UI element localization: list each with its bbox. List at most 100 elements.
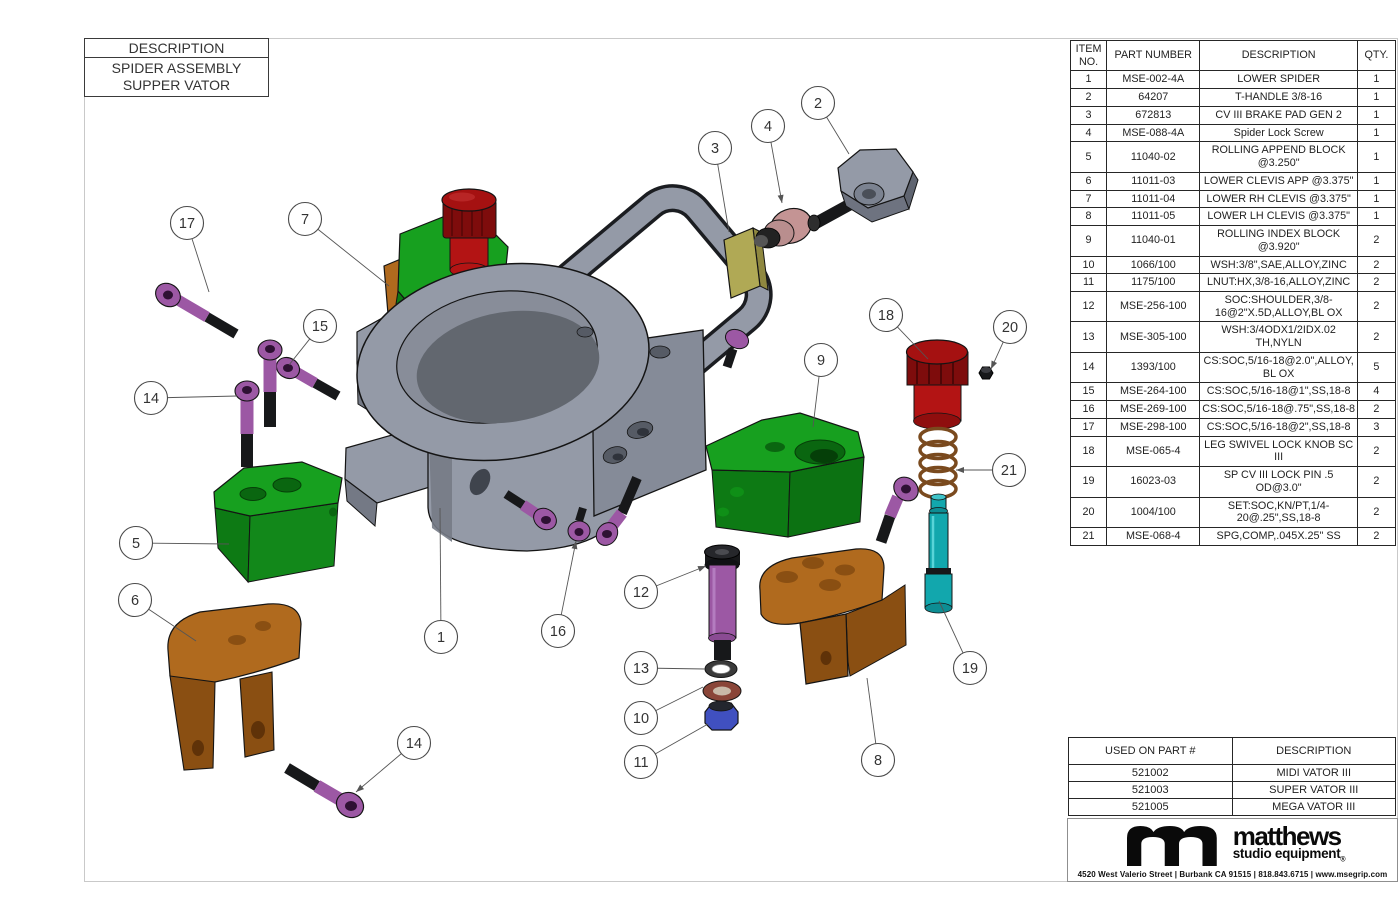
leader-arrow-14: [356, 784, 365, 792]
used-on-cell: SUPER VATOR III: [1231, 781, 1396, 800]
bom-cell: 10: [1069, 255, 1108, 275]
bom-header-qty: QTY.: [1356, 39, 1397, 72]
leader-arrow-21: [956, 467, 964, 473]
company-address: 4520 West Valerio Street | Burbank CA 91…: [1077, 870, 1388, 879]
title-block: DESCRIPTION SPIDER ASSEMBLY SUPPER VATOR: [84, 38, 269, 98]
bom-cell: 1393/100: [1106, 351, 1201, 384]
bom-cell: 3: [1069, 105, 1108, 125]
brand-name: matthews: [1232, 821, 1342, 851]
bom-cell: 672813: [1106, 105, 1201, 125]
bom-cell: MSE-068-4: [1106, 527, 1201, 546]
logo-block: matthews studio equipment® 4520 West Val…: [1067, 818, 1398, 882]
bom-cell: CS:SOC,5/16-18@.75",SS,18-8: [1199, 400, 1358, 419]
bom-cell: 2: [1356, 255, 1397, 275]
bom-cell: MSE-256-100: [1106, 291, 1201, 323]
balloon-number-18: 18: [878, 308, 894, 324]
bom-cell: 4: [1069, 123, 1108, 143]
bom-cell: 19: [1069, 466, 1108, 498]
bom-cell: MSE-305-100: [1106, 321, 1201, 353]
bom-cell: LOWER LH CLEVIS @3.375": [1199, 207, 1358, 227]
balloon-number-2: 2: [814, 96, 822, 112]
bom-cell: 1066/100: [1106, 255, 1201, 275]
leader-line-17: [191, 238, 210, 293]
balloon-number-7: 7: [301, 212, 309, 228]
balloon-6: [117, 582, 153, 618]
bom-cell: MSE-065-4: [1106, 435, 1201, 468]
right-screw: [875, 476, 919, 544]
bom-cell: 1: [1356, 171, 1397, 191]
balloon-14: [396, 725, 432, 761]
bom-cell: ROLLING APPEND BLOCK @3.250": [1199, 141, 1358, 173]
swivel-lock-knob: [905, 339, 969, 430]
lock-nut: [704, 700, 739, 731]
balloon-number-21: 21: [1001, 463, 1017, 479]
bom-cell: 8: [1069, 207, 1108, 227]
balloon-12: [623, 574, 659, 610]
bom-cell: 2: [1356, 321, 1397, 353]
balloon-number-15: 15: [312, 319, 328, 335]
bom-cell: SP CV III LOCK PIN .5 OD@3.0": [1199, 466, 1358, 498]
leader-line-4: [770, 142, 783, 204]
top-lock-knob: [441, 188, 497, 278]
balloon-10: [623, 700, 659, 736]
balloon-4: [750, 108, 786, 144]
balloon-number-13: 13: [633, 661, 649, 677]
title-block-header: DESCRIPTION: [85, 39, 268, 58]
bom-cell: 17: [1069, 417, 1108, 437]
used-on-cell: MIDI VATOR III: [1231, 763, 1396, 783]
balloon-number-10: 10: [633, 711, 649, 727]
bom-cell: 1: [1356, 123, 1397, 143]
leader-arrow-4: [777, 194, 784, 203]
bom-cell: 1: [1356, 70, 1397, 90]
leader-line-6: [148, 608, 197, 642]
bom-cell: 5: [1356, 351, 1397, 384]
t-handle: [807, 148, 919, 232]
used-on-header-description: DESCRIPTION: [1231, 737, 1396, 765]
title-block-description: SPIDER ASSEMBLY SUPPER VATOR: [85, 58, 268, 96]
bom-cell: 4: [1356, 382, 1397, 402]
bom-cell: CS:SOC,5/16-18@2.0",ALLOY, BL OX: [1199, 351, 1358, 384]
balloon-number-8: 8: [874, 753, 882, 769]
title-line-2: SUPPER VATOR: [122, 76, 231, 93]
bom-cell: 3: [1356, 417, 1397, 437]
nylon-washer: [704, 660, 738, 678]
bom-cell: SOC:SHOULDER,3/8-16@2"X.5D,ALLOY,BL OX: [1199, 291, 1358, 323]
leader-arrow-16: [571, 541, 578, 550]
balloon-19: [952, 650, 988, 686]
lock-pin: [924, 493, 953, 614]
balloon-18: [868, 297, 904, 333]
bom-cell: 12: [1069, 291, 1108, 323]
used-on-header-row: USED ON PART # DESCRIPTION: [1068, 737, 1396, 765]
cylinder-screws: [503, 328, 750, 546]
bom-cell: MSE-264-100: [1106, 382, 1201, 402]
bom-cell: CS:SOC,5/16-18@1",SS,18-8: [1199, 382, 1358, 402]
bom-cell: 9: [1069, 225, 1108, 257]
bom-cell: WSH:3/8",SAE,ALLOY,ZINC: [1199, 255, 1358, 275]
bom-cell: 2: [1356, 496, 1397, 529]
bom-cell: 7: [1069, 189, 1108, 209]
balloon-3: [697, 130, 733, 166]
append-block: [213, 461, 343, 584]
balloon-number-6: 6: [131, 593, 139, 609]
balloon-5: [118, 525, 154, 561]
bom-cell: 6: [1069, 171, 1108, 191]
bom-header-item: ITEM NO.: [1069, 39, 1108, 72]
bom-cell: 18: [1069, 435, 1108, 468]
bom-cell: 2: [1356, 291, 1397, 323]
shoulder-screw: [704, 544, 740, 660]
leader-line-10: [655, 686, 704, 712]
leader-line-13: [657, 667, 706, 670]
